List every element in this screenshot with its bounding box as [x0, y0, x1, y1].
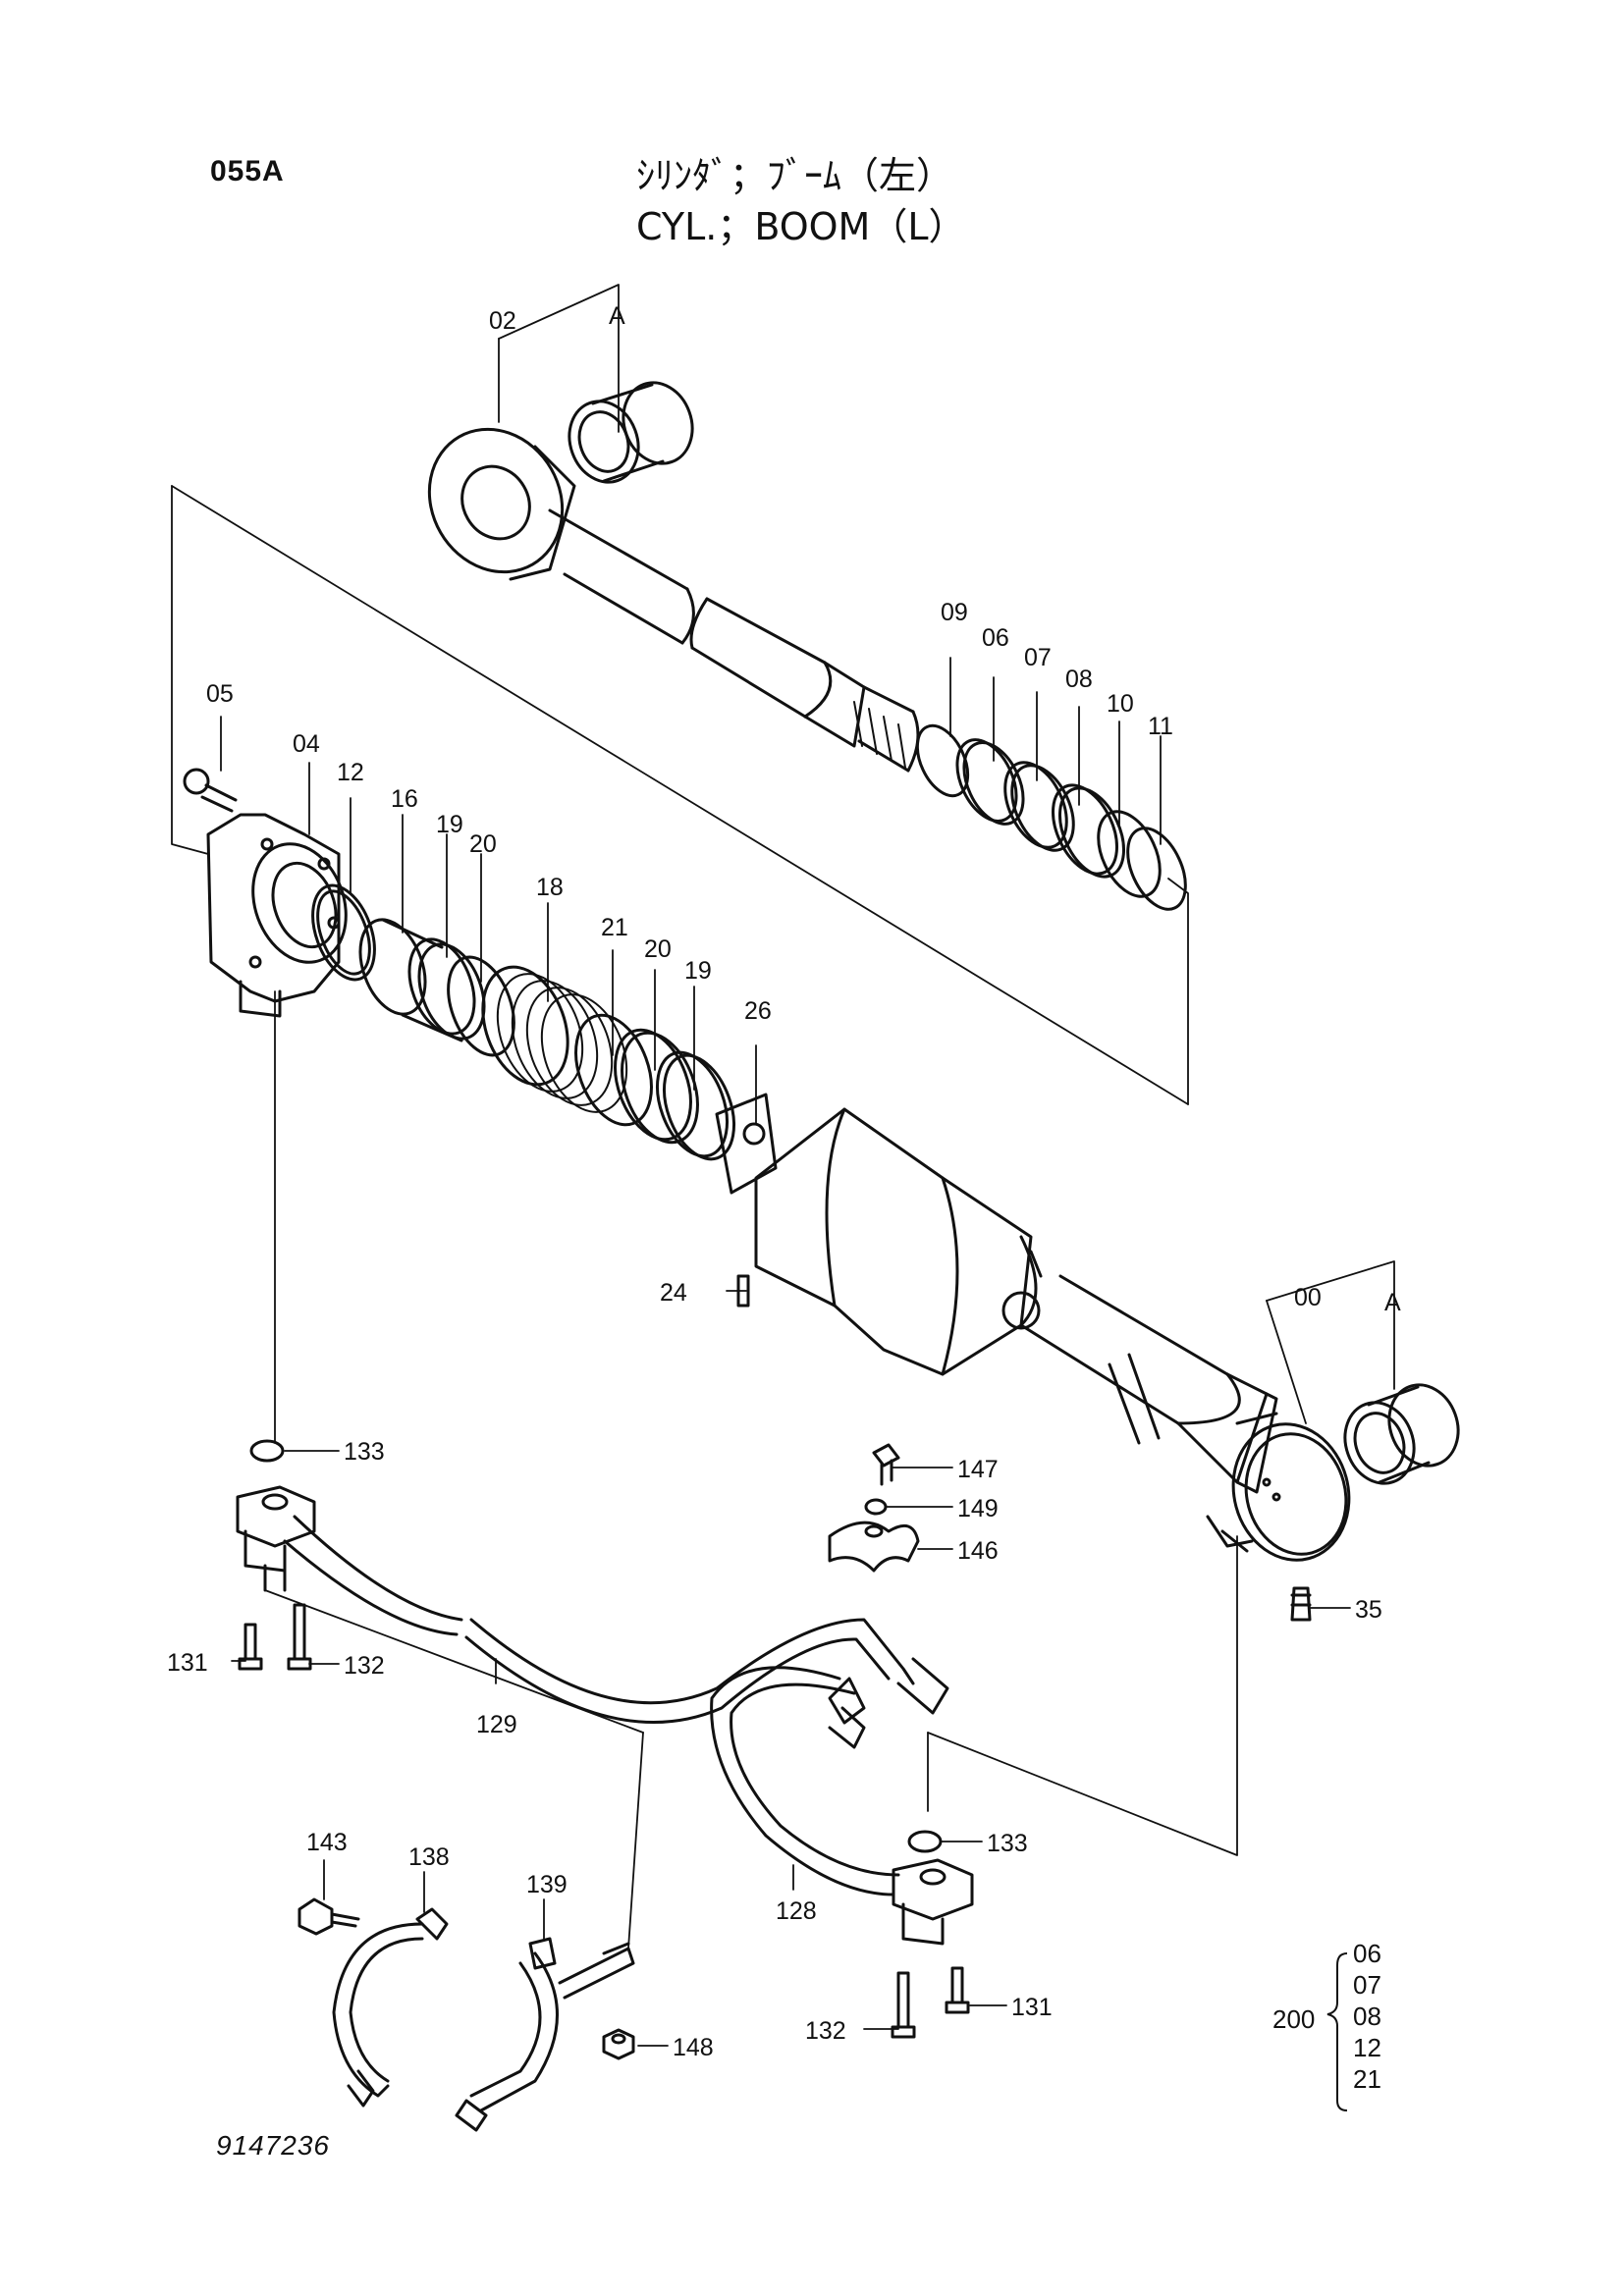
callout-06: 06 — [982, 624, 1009, 652]
bolt-05 — [183, 768, 238, 813]
grease-fitting-35 — [1290, 1586, 1312, 1622]
callout-35: 35 — [1355, 1596, 1382, 1624]
callout-139: 139 — [526, 1871, 568, 1898]
callout-05: 05 — [206, 680, 234, 708]
kit-component: 08 — [1353, 2002, 1381, 2031]
kit-component: 06 — [1353, 1939, 1381, 1968]
callout-131a: 131 — [167, 1649, 208, 1677]
callout-148: 148 — [673, 2034, 714, 2061]
callout-a-bottom: A — [1384, 1289, 1401, 1316]
callout-11: 11 — [1148, 713, 1173, 740]
washer-133b — [907, 1830, 943, 1853]
clamp-138 — [332, 1907, 449, 2108]
callout-18: 18 — [536, 874, 564, 901]
cylinder-eye-part — [1206, 1412, 1351, 1562]
assembly-boundaries — [171, 485, 1238, 1949]
nut-148 — [602, 2028, 635, 2060]
clamp-139 — [455, 1937, 559, 2132]
callout-138: 138 — [408, 1843, 450, 1871]
washer-133a — [249, 1439, 285, 1463]
kit-components-list: 06 07 08 12 21 — [1353, 1938, 1381, 2095]
kit-component: 21 — [1353, 2064, 1381, 2094]
callout-09: 09 — [941, 599, 968, 626]
callout-149: 149 — [957, 1495, 999, 1522]
callout-132a: 132 — [344, 1652, 385, 1680]
bracket-strap — [558, 1942, 635, 2000]
callout-24: 24 — [660, 1279, 687, 1307]
bolt-147 — [872, 1443, 900, 1486]
callout-a-top: A — [609, 302, 625, 330]
kit-brace — [1326, 1952, 1348, 2111]
bolt-132a — [287, 1603, 312, 1671]
callout-146: 146 — [957, 1537, 999, 1565]
bolt-131a — [238, 1623, 263, 1671]
kit-component: 07 — [1353, 1970, 1381, 2000]
callout-16: 16 — [391, 785, 418, 813]
pipe-129 — [283, 1515, 949, 1725]
flange-right — [892, 1858, 974, 1946]
callout-02: 02 — [489, 307, 516, 335]
piston-rod-part — [427, 427, 920, 773]
callout-08: 08 — [1065, 666, 1093, 693]
callout-20a: 20 — [469, 830, 497, 858]
page-code: 055A — [210, 155, 285, 187]
callout-143: 143 — [306, 1829, 348, 1856]
callout-19a: 19 — [436, 811, 463, 838]
seal-rings-rod — [915, 723, 1187, 911]
callout-04: 04 — [293, 730, 320, 758]
callout-131b: 131 — [1011, 1994, 1053, 2021]
callout-labels: 02 A 09 06 07 08 10 11 05 04 12 16 19 20… — [167, 302, 1401, 2061]
pipe-128 — [710, 1666, 900, 1896]
callout-19b: 19 — [684, 957, 712, 985]
callout-00: 00 — [1294, 1284, 1322, 1311]
cylinder-tube-part — [754, 1107, 1278, 1494]
bushing-a-bottom — [1343, 1383, 1460, 1485]
piston-assembly — [358, 918, 778, 1195]
drawing-number: 9147236 — [216, 2130, 331, 2161]
kit-number: 200 — [1272, 2004, 1316, 2034]
head-cover-part — [206, 813, 348, 1018]
callout-12: 12 — [337, 759, 364, 786]
callout-128: 128 — [776, 1897, 817, 1925]
callout-147: 147 — [957, 1456, 999, 1483]
title-japanese: ｼﾘﾝﾀﾞ；ﾌﾞｰﾑ（左） — [636, 154, 954, 197]
callout-07: 07 — [1024, 644, 1052, 671]
callout-132b: 132 — [805, 2017, 846, 2045]
kit-component: 12 — [1353, 2033, 1381, 2062]
bolt-132b — [891, 1971, 916, 2039]
bolt-143 — [298, 1897, 360, 1936]
bushing-a-top — [568, 381, 694, 484]
callout-21: 21 — [601, 914, 628, 941]
callout-133b: 133 — [987, 1830, 1028, 1857]
flange-left — [236, 1485, 316, 1592]
title-english: CYL.；BOOM（L） — [636, 205, 966, 248]
washer-149 — [864, 1498, 888, 1516]
clamp-146 — [828, 1521, 920, 1573]
bolt-131b — [945, 1966, 970, 2014]
callout-129: 129 — [476, 1711, 517, 1738]
callout-10: 10 — [1107, 690, 1134, 718]
callout-26: 26 — [744, 997, 772, 1025]
callout-133a: 133 — [344, 1438, 385, 1466]
leader-lines — [220, 284, 1395, 2047]
callout-20b: 20 — [644, 935, 672, 963]
